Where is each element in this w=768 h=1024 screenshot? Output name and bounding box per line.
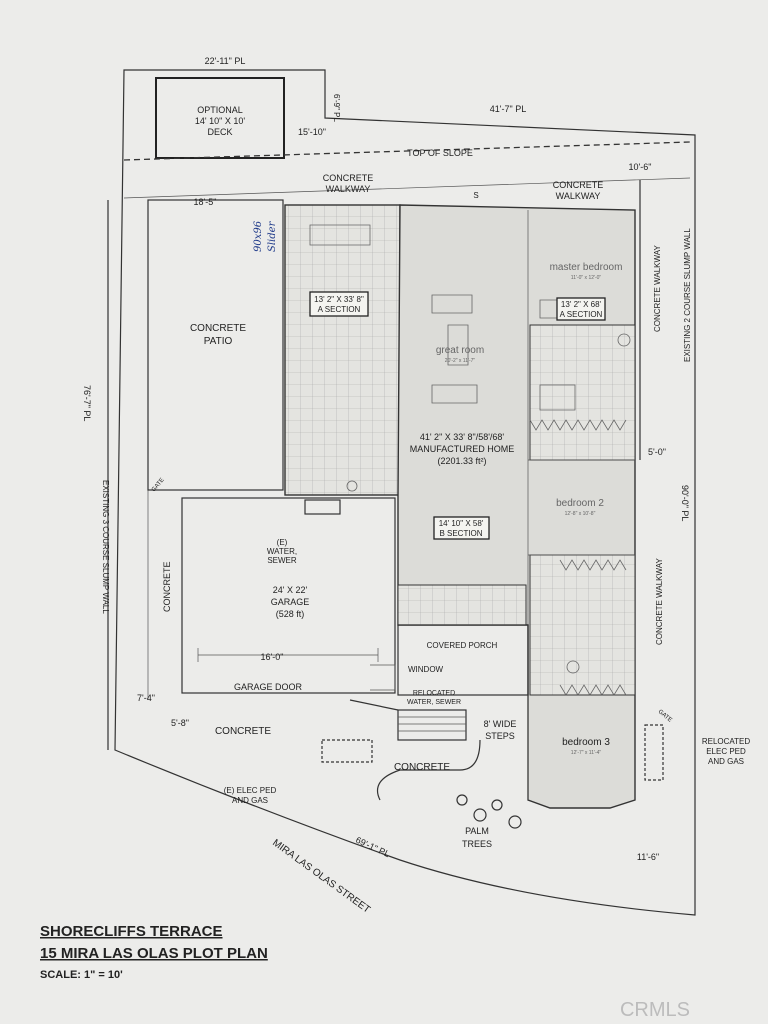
covered-porch: [397, 624, 529, 696]
bedroom3-label: bedroom 3: [562, 737, 610, 748]
kitchen-a-section: [284, 204, 401, 496]
covered-porch-label: COVERED PORCH: [427, 641, 498, 650]
elec-left-2: AND GAS: [232, 796, 268, 805]
bedroom3-dim: 12'-7" x 11'-4": [571, 750, 602, 756]
property-line: [114, 69, 696, 916]
watermark: CRMLS: [620, 999, 690, 1021]
steps-label-2: STEPS: [485, 731, 515, 741]
title-line-2: 15 MIRA LAS OLAS PLOT PLAN: [40, 945, 268, 962]
patio-label-1: CONCRETE: [190, 323, 246, 334]
relocated-water-1: RELOCATED: [413, 690, 455, 697]
section-a-left-1: 13' 2" X 33' 8": [314, 295, 364, 304]
great-room-label: great room: [436, 345, 484, 356]
wall-right-label: EXISTING 2 COURSE SLUMP WALL: [683, 228, 692, 362]
section-b-2: B SECTION: [439, 529, 482, 538]
bedroom2-label: bedroom 2: [556, 498, 604, 509]
dim-bottom-left2: 5'-8": [171, 718, 189, 728]
section-a-right-1: 13' 2" X 68': [561, 300, 602, 309]
wall-left-label: EXISTING 3 COURSE SLUMP WALL: [101, 480, 110, 614]
section-a-left-box: [309, 291, 369, 317]
dim-right-top: 10'-6": [629, 162, 652, 172]
optional-deck: OPTIONAL 14' 10" X 10' DECK: [155, 77, 285, 159]
window-label: WINDOW: [408, 665, 444, 674]
deck-label-3: DECK: [207, 127, 232, 137]
dim-right-bottom: 11'-6": [637, 852, 659, 862]
dim-top-left: 22'-11" PL: [205, 56, 246, 66]
dim-left-side: 76'-7" PL: [82, 385, 92, 421]
master-bath: [529, 324, 636, 461]
laundry: [397, 584, 527, 626]
concrete-left-label: CONCRETE: [162, 561, 172, 612]
dim-top-small: 6'-9" PL: [332, 94, 341, 122]
walkway-top-1: CONCRETE: [323, 173, 374, 183]
s-mark: S: [473, 191, 478, 200]
deck-label-1: OPTIONAL: [197, 105, 243, 115]
garage-label-2: WATER,: [267, 547, 297, 556]
section-b-box: [433, 516, 490, 540]
master-bedroom-dim: 11'-0" x 12'-0": [571, 275, 602, 281]
dim-bottom-left: 7'-4": [137, 693, 155, 703]
palm-trees: [456, 794, 522, 829]
elec-left-1: (E) ELEC PED: [224, 786, 277, 795]
patio-label-2: PATIO: [204, 336, 233, 347]
section-a-right-2: A SECTION: [560, 310, 603, 319]
walkway-right-bottom-label: CONCRETE WALKWAY: [655, 558, 664, 645]
concrete-patio: [147, 199, 284, 491]
walkway-right-top-label: CONCRETE WALKWAY: [653, 245, 662, 332]
home-label-2: MANUFACTURED HOME: [410, 444, 515, 454]
section-a-left-2: A SECTION: [318, 305, 361, 314]
walkway-top-right-1: CONCRETE: [553, 180, 604, 190]
elec-right-3: AND GAS: [708, 757, 744, 766]
dim-deck-gap: 15'-10": [298, 127, 326, 137]
top-of-slope-line: [123, 141, 691, 161]
section-a-right-box: [556, 297, 606, 321]
section-b-1: 14' 10" X 58': [439, 519, 484, 528]
top-of-slope-label: TOP OF SLOPE: [407, 148, 473, 158]
garage-label-6: (528 ft): [276, 609, 305, 619]
title-scale: SCALE: 1" = 10': [40, 969, 123, 981]
bath-2: [529, 554, 636, 696]
concrete-bottom2-label: CONCRETE: [394, 762, 450, 773]
elec-right-1: RELOCATED: [702, 737, 751, 746]
dim-right-side: 90'-0" PL: [680, 485, 690, 521]
palm-label-1: PALM: [465, 826, 489, 836]
garage-door-label: GARAGE DOOR: [234, 682, 303, 692]
elec-ped-right: [644, 724, 664, 781]
elec-ped-left: [321, 739, 373, 763]
garage: [181, 497, 396, 694]
deck-label-2: 14' 10" X 10': [195, 116, 245, 126]
dim-top-right: 41'-7" PL: [490, 104, 526, 114]
garage-label-1: (E): [277, 538, 288, 547]
great-room-dim: 20'-2" x 11'-7": [445, 358, 476, 364]
steps: [397, 709, 467, 741]
bedroom2-dim: 12'-8" x 10'-8": [565, 511, 596, 517]
title-line-1: SHORECLIFFS TERRACE: [40, 923, 223, 940]
handwritten-slider: Slider: [267, 220, 278, 252]
dim-right-mid: 5'-0": [648, 447, 666, 457]
home-label-1: 41' 2" X 33' 8"/58'/68': [420, 432, 505, 442]
elec-right-2: ELEC PED: [706, 747, 746, 756]
palm-label-2: TREES: [462, 839, 492, 849]
home-label-3: (2201.33 ft²): [437, 456, 486, 466]
garage-label-4: 24' X 22': [273, 585, 308, 595]
dim-garage-width: 16'-0": [261, 652, 284, 662]
steps-label-1: 8' WIDE: [484, 719, 517, 729]
walkway-top-right-2: WALKWAY: [556, 191, 601, 201]
relocated-water-2: WATER, SEWER: [407, 699, 461, 706]
garage-label-3: SEWER: [267, 556, 297, 565]
dim-walkway-left: 18'-5": [194, 197, 217, 207]
walkway-top-2: WALKWAY: [326, 184, 371, 194]
handwritten-size: 90x96: [253, 220, 264, 252]
master-bedroom-label: master bedroom: [550, 262, 623, 273]
concrete-bottom-label: CONCRETE: [215, 726, 271, 737]
garage-label-5: GARAGE: [271, 597, 310, 607]
